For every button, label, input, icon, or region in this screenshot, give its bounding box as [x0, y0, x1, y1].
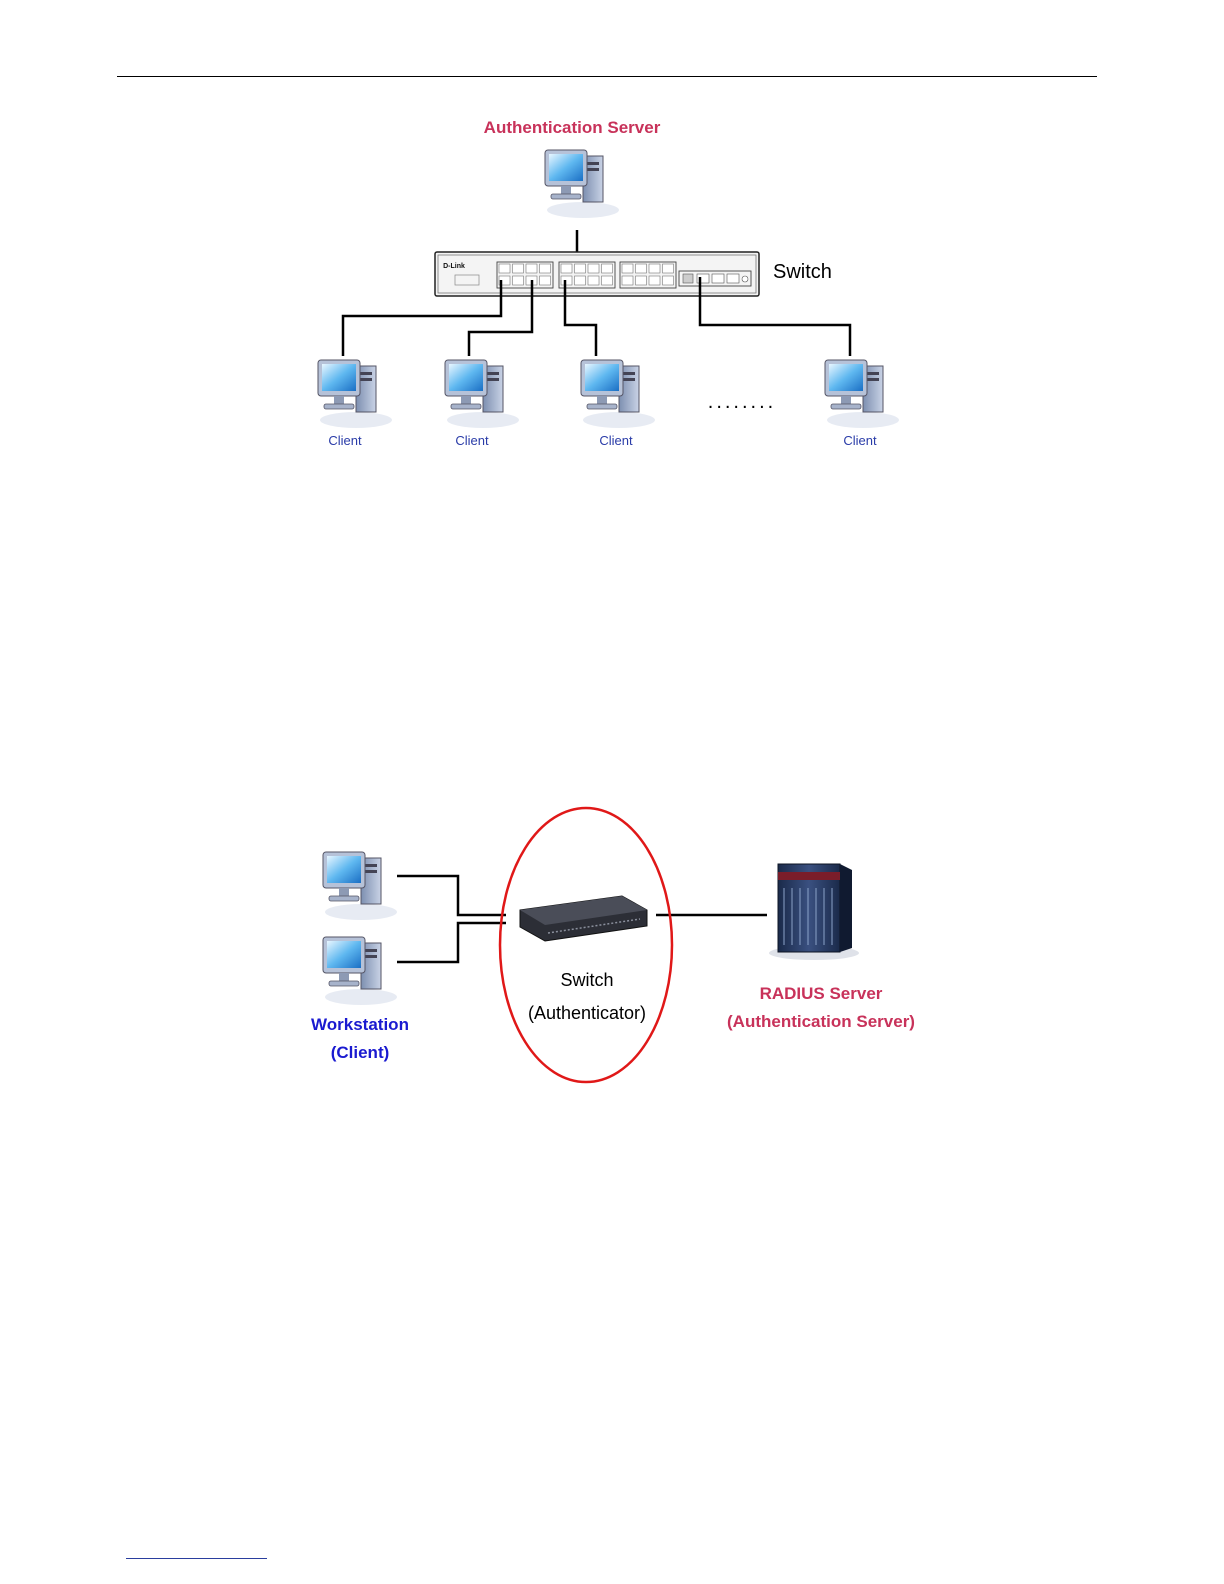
- workstation-role-label: (Client): [331, 1043, 390, 1062]
- switch-brand-logo: D-Link: [443, 263, 465, 270]
- switch-port: [540, 264, 551, 273]
- client-label-3: Client: [599, 433, 633, 448]
- workstation-label: Workstation: [311, 1015, 409, 1034]
- client-icon-3: [581, 360, 655, 428]
- radius-server-icon: [769, 864, 859, 960]
- switch-port: [602, 276, 613, 285]
- ellipsis-more-clients: ........: [708, 391, 776, 413]
- switch-port: [649, 276, 660, 285]
- switch-port: [561, 276, 572, 285]
- switch-port: [575, 264, 586, 273]
- footer-link-rule: [126, 1558, 267, 1559]
- switch-port: [636, 276, 647, 285]
- authenticator-highlight-ellipse: [500, 808, 672, 1082]
- client-label-1: Client: [328, 433, 362, 448]
- switch-port: [663, 276, 674, 285]
- authenticator-switch: [520, 896, 647, 941]
- switch-port: [526, 264, 537, 273]
- client-label-2: Client: [455, 433, 489, 448]
- authenticator-role-label: (Authenticator): [528, 1003, 646, 1023]
- authentication-server-icon: [545, 150, 619, 218]
- radius-server-label: RADIUS Server: [760, 984, 883, 1003]
- client-icon-4: [825, 360, 899, 428]
- switch-port: [513, 276, 524, 285]
- client-label-4: Client: [843, 433, 877, 448]
- switch-port: [602, 264, 613, 273]
- workstation-icon-1: [323, 852, 397, 920]
- radius-server-role-label: (Authentication Server): [727, 1012, 915, 1031]
- switch-port: [622, 276, 633, 285]
- client-icon-2: [445, 360, 519, 428]
- authentication-server-label: Authentication Server: [484, 118, 661, 137]
- switch-port: [663, 264, 674, 273]
- switch-port: [636, 264, 647, 273]
- workstation-links: [397, 876, 506, 962]
- authenticator-switch-label: Switch: [560, 970, 613, 990]
- diagram-2: Switch (Authenticator) RADIUS Server (Au…: [311, 808, 915, 1082]
- switch-port: [588, 276, 599, 285]
- switch-port: [561, 264, 572, 273]
- switch-device: D-Link: [435, 252, 759, 296]
- switch-port: [575, 276, 586, 285]
- switch-label: Switch: [773, 261, 832, 283]
- workstation-icon-2: [323, 937, 397, 1005]
- switch-port: [588, 264, 599, 273]
- switch-port: [649, 264, 660, 273]
- switch-port: [622, 264, 633, 273]
- switch-port: [499, 264, 510, 273]
- switch-port: [540, 276, 551, 285]
- diagram-1: Authentication Server D-Link Switch: [318, 118, 899, 448]
- switch-port: [513, 264, 524, 273]
- client-icon-1: [318, 360, 392, 428]
